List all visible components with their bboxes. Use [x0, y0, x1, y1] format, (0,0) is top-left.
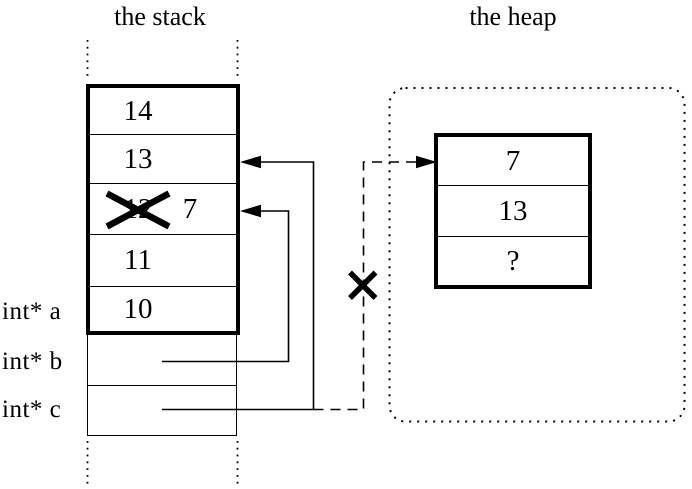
heap-cell-value: ? [506, 244, 520, 277]
label-int-ptr-a: int* a [2, 298, 62, 325]
label-int-ptr-c: int* c [2, 396, 62, 423]
stack-cell-overwritten: 12 7 [90, 184, 236, 235]
pointer-b-arrowhead-icon [240, 204, 261, 218]
heap-cell-value: 13 [498, 194, 528, 227]
label-int-ptr-b: int* b [2, 348, 63, 375]
pointer-c-arrowhead-icon [240, 155, 261, 169]
invalid-pointer-x-icon [348, 270, 378, 300]
dangling-pointer-dashed-line [313, 161, 417, 411]
pointer-b-cell [88, 335, 236, 386]
heap-cell: 13 [438, 186, 588, 237]
stack-frame-box: 14 13 12 7 11 10 [86, 84, 240, 335]
heap-cell-value: 7 [505, 144, 521, 177]
heap-record-box: 7 13 ? [434, 133, 592, 289]
stack-cell: 11 [90, 235, 236, 287]
heap-title: the heap [469, 2, 557, 31]
stack-cell: 14 [90, 88, 236, 135]
stack-cell-value: 11 [124, 244, 152, 276]
stack-title: the stack [114, 2, 206, 31]
stack-cell: 13 [90, 135, 236, 184]
heap-cell: ? [438, 237, 588, 285]
stack-cell: 10 [90, 287, 236, 331]
stack-cell-value: 10 [123, 292, 153, 325]
stack-cell-value: 13 [123, 142, 153, 175]
stack-cell-value: 14 [123, 94, 153, 127]
stack-cell-new-value: 7 [182, 192, 198, 225]
pointer-variable-rows [87, 335, 237, 436]
pointer-c-cell [88, 386, 236, 434]
heap-cell: 7 [438, 137, 588, 186]
stack-cell-old-value: 12 [123, 192, 153, 225]
